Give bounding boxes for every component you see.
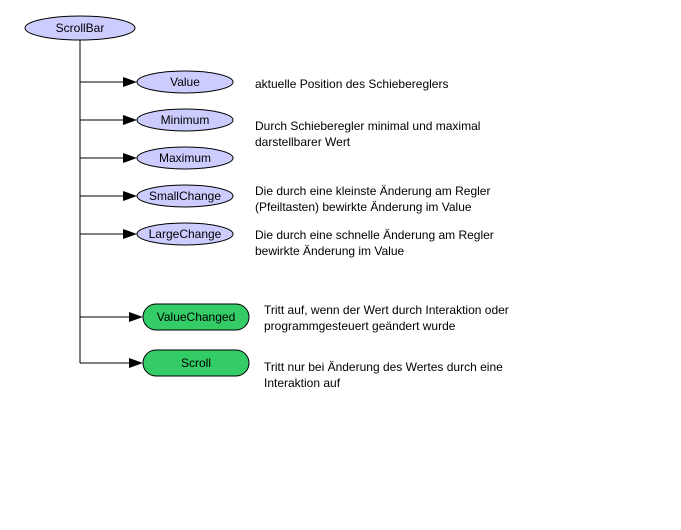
- property-node-shape: [136, 146, 234, 170]
- event-node-shape: [142, 303, 250, 331]
- property-node-label: Value: [170, 75, 200, 89]
- arrowhead-icon: [129, 358, 143, 368]
- arrowhead-icon: [123, 153, 137, 163]
- description-line: bewirkte Änderung im Value: [255, 244, 405, 258]
- root-node-label: ScrollBar: [56, 21, 105, 35]
- property-node-smallchange: SmallChange: [80, 184, 234, 208]
- event-description-scroll: Tritt nur bei Änderung des Wertes durch …: [264, 359, 503, 391]
- description-line: programmgesteuert geändert wurde: [264, 319, 456, 333]
- property-node-label: SmallChange: [149, 189, 221, 203]
- property-node-shape: [136, 222, 234, 246]
- description-line: Tritt auf, wenn der Wert durch Interakti…: [264, 303, 509, 317]
- event-node-shape: [142, 349, 250, 377]
- property-node-maximum: Maximum: [80, 146, 234, 170]
- arrowhead-icon: [123, 191, 137, 201]
- property-description-largechange: Die durch eine schnelle Änderung am Regl…: [255, 227, 494, 259]
- property-description-smallchange: Die durch eine kleinste Änderung am Regl…: [255, 183, 490, 215]
- arrowhead-icon: [123, 115, 137, 125]
- event-node-label: Scroll: [181, 356, 211, 370]
- description-line: Die durch eine schnelle Änderung am Regl…: [255, 228, 494, 242]
- property-node-label: LargeChange: [149, 227, 222, 241]
- property-description-value: aktuelle Position des Schiebereglers: [255, 76, 448, 92]
- property-node-largechange: LargeChange: [80, 222, 234, 246]
- event-node-valuechanged: ValueChanged: [80, 303, 250, 331]
- arrowhead-icon: [129, 312, 143, 322]
- property-node-shape: [136, 70, 234, 94]
- property-node-shape: [136, 184, 234, 208]
- property-node-label: Maximum: [159, 151, 211, 165]
- description-line: Tritt nur bei Änderung des Wertes durch …: [264, 360, 503, 374]
- description-line: Die durch eine kleinste Änderung am Regl…: [255, 184, 491, 198]
- event-description-valuechanged: Tritt auf, wenn der Wert durch Interakti…: [264, 302, 509, 334]
- property-nodes: ValueMinimumMaximumSmallChangeLargeChang…: [80, 70, 234, 246]
- property-node-value: Value: [80, 70, 234, 94]
- description-line: (Pfeiltasten) bewirkte Änderung im Value: [255, 200, 472, 214]
- event-node-scroll: Scroll: [80, 349, 250, 377]
- root-node: ScrollBar: [24, 15, 136, 41]
- description-line: Durch Schieberegler minimal und maximal: [255, 119, 481, 133]
- property-description-minimum: Durch Schieberegler minimal und maximal d…: [255, 118, 480, 150]
- arrowhead-icon: [123, 229, 137, 239]
- root-node-shape: [24, 15, 136, 41]
- description-line: aktuelle Position des Schiebereglers: [255, 77, 449, 91]
- property-node-shape: [136, 108, 234, 132]
- event-node-label: ValueChanged: [157, 310, 236, 324]
- description-line: Interaktion auf: [264, 376, 341, 390]
- property-node-minimum: Minimum: [80, 108, 234, 132]
- description-line: darstellbarer Wert: [255, 135, 351, 149]
- property-node-label: Minimum: [161, 113, 210, 127]
- arrowhead-icon: [123, 77, 137, 87]
